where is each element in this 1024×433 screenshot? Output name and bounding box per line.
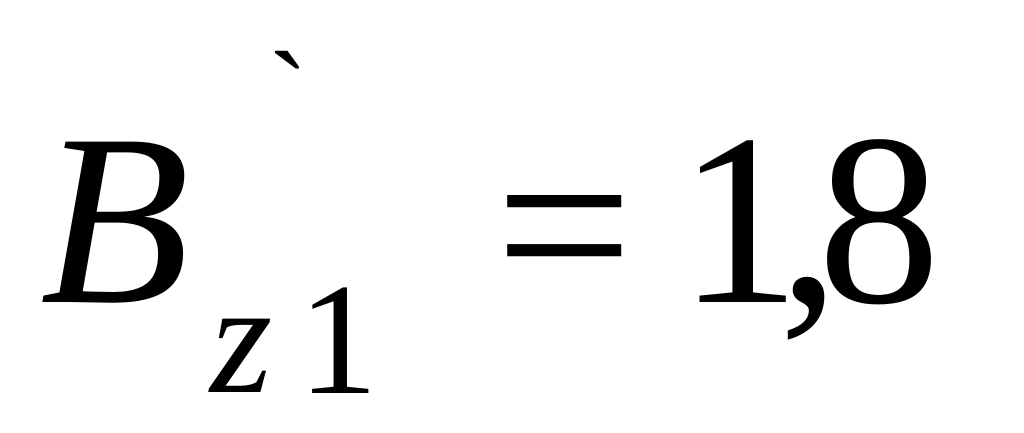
formula-accent-mark: ` [268, 27, 308, 160]
formula-equals-sign: = [495, 89, 634, 360]
formula-variable: B [40, 84, 190, 355]
formula-subscript-letter: z [210, 249, 273, 427]
formula-value: 1,8 [678, 84, 940, 355]
formula-subscript-number: 1 [298, 250, 378, 428]
